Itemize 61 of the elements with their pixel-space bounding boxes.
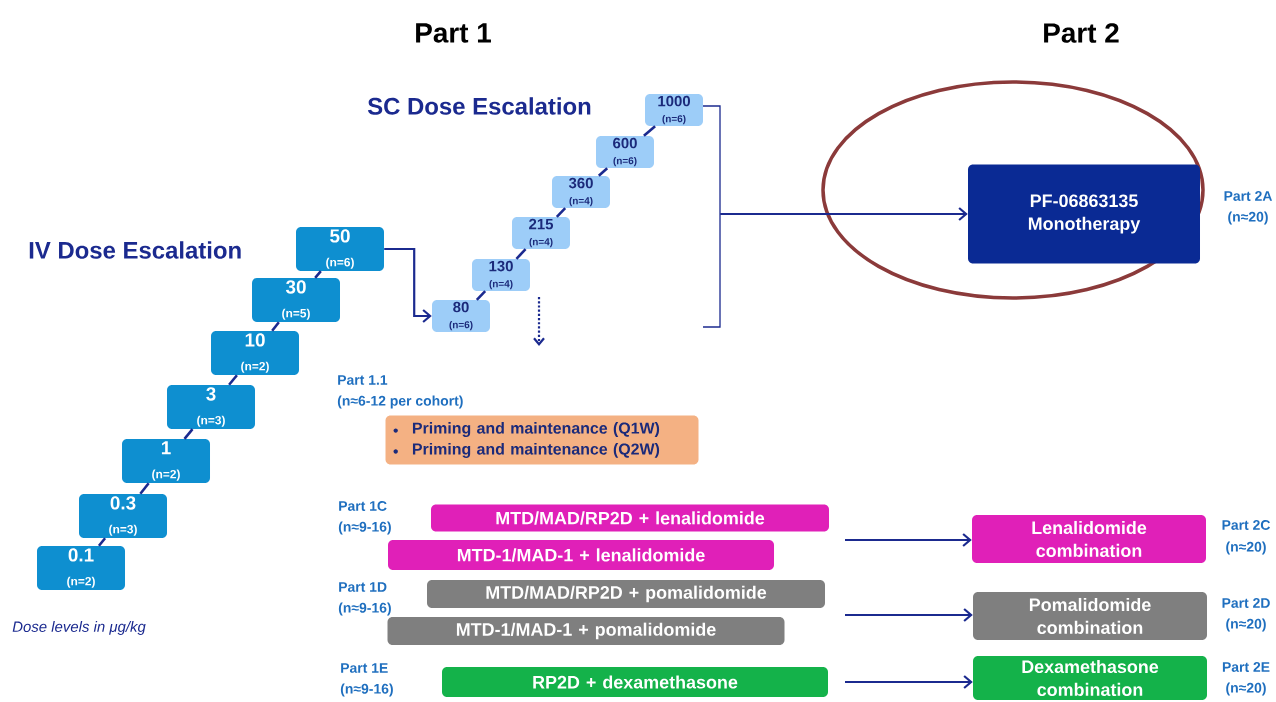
arrow (384, 247, 432, 323)
dose-box: 50 (n=6) (296, 227, 384, 271)
dose-box: 1 (n=2) (122, 439, 210, 483)
section-heading: SC Dose Escalation (367, 97, 591, 115)
dose-box: 10 (n=2) (211, 331, 299, 375)
therapy-box: Pomalidomide combination (973, 592, 1207, 640)
dose-box: 80 (n=6) (432, 300, 490, 332)
part-label: (n≈20) (1226, 618, 1266, 632)
connector-line (271, 321, 280, 332)
connector-line (643, 125, 656, 137)
arrow (845, 675, 973, 689)
connector-line (228, 374, 238, 386)
part-label: Part 1D (339, 582, 387, 592)
regimen-bar: MTD/MAD/RP2D + pomalidomide (427, 580, 825, 608)
part-label: (n≈20) (1228, 211, 1268, 225)
bracket (702, 105, 721, 328)
part-label: Part 2A (1224, 191, 1273, 201)
part-label: Part 1.1 (338, 375, 388, 385)
arrow (845, 608, 973, 622)
connector-line (475, 290, 487, 301)
arrow (845, 533, 972, 547)
dose-box: 600 (n=6) (596, 136, 654, 168)
connector-line (97, 537, 107, 547)
part-label: (n≈9-16) (340, 683, 393, 697)
dose-box: 0.1 (n=2) (37, 546, 125, 590)
part-label: (n≈6-12 per cohort) (337, 395, 463, 409)
part-label: (n≈20) (1226, 682, 1266, 696)
therapy-box: Dexamethasone combination (973, 656, 1207, 700)
connector-line (139, 482, 150, 495)
part-heading: Part 1 (416, 23, 491, 43)
connector-line (555, 207, 567, 218)
dose-box: 360 (n=4) (552, 176, 610, 208)
dose-box: 30 (n=5) (252, 278, 340, 322)
therapy-box: Lenalidomide combination (972, 515, 1206, 563)
part-heading: Part 2 (1044, 23, 1119, 43)
part-label: Part 2D (1222, 598, 1270, 608)
regimen-bar: MTD/MAD/RP2D + lenalidomide (431, 504, 829, 532)
part-label: (n≈9-16) (338, 521, 391, 535)
therapy-box: PF-06863135 Monotherapy (968, 164, 1200, 264)
regimen-box: Priming and maintenance (Q1W) Priming and maintenance (Q2W) (385, 415, 699, 465)
regimen-bar: MTD-1/MAD-1 + pomalidomide (387, 617, 785, 645)
dose-box: 215 (n=4) (512, 217, 570, 249)
part-label: (n≈9-16) (338, 602, 391, 616)
regimen-bar: RP2D + dexamethasone (442, 667, 828, 697)
part-label: Part 2C (1222, 520, 1270, 530)
dose-box: 0.3 (n=3) (79, 494, 167, 538)
part-label: Part 1C (339, 501, 387, 511)
section-heading: IV Dose Escalation (29, 241, 241, 259)
regimen-bar: MTD-1/MAD-1 + lenalidomide (388, 540, 774, 570)
connector-line (597, 167, 609, 177)
connector-line (515, 248, 527, 260)
connector-line (183, 428, 194, 440)
dose-box: 130 (n=4) (472, 259, 530, 291)
part-label: (n≈20) (1226, 541, 1266, 555)
dose-box: 1000 (n=6) (645, 94, 703, 126)
connector-line (314, 270, 322, 279)
part-label: Part 1E (341, 663, 388, 673)
part-label: Part 2E (1222, 662, 1270, 672)
dose-box: 3 (n=3) (167, 385, 255, 429)
arrow (720, 207, 968, 221)
note: Dose levels in μg/kg (12, 621, 146, 635)
